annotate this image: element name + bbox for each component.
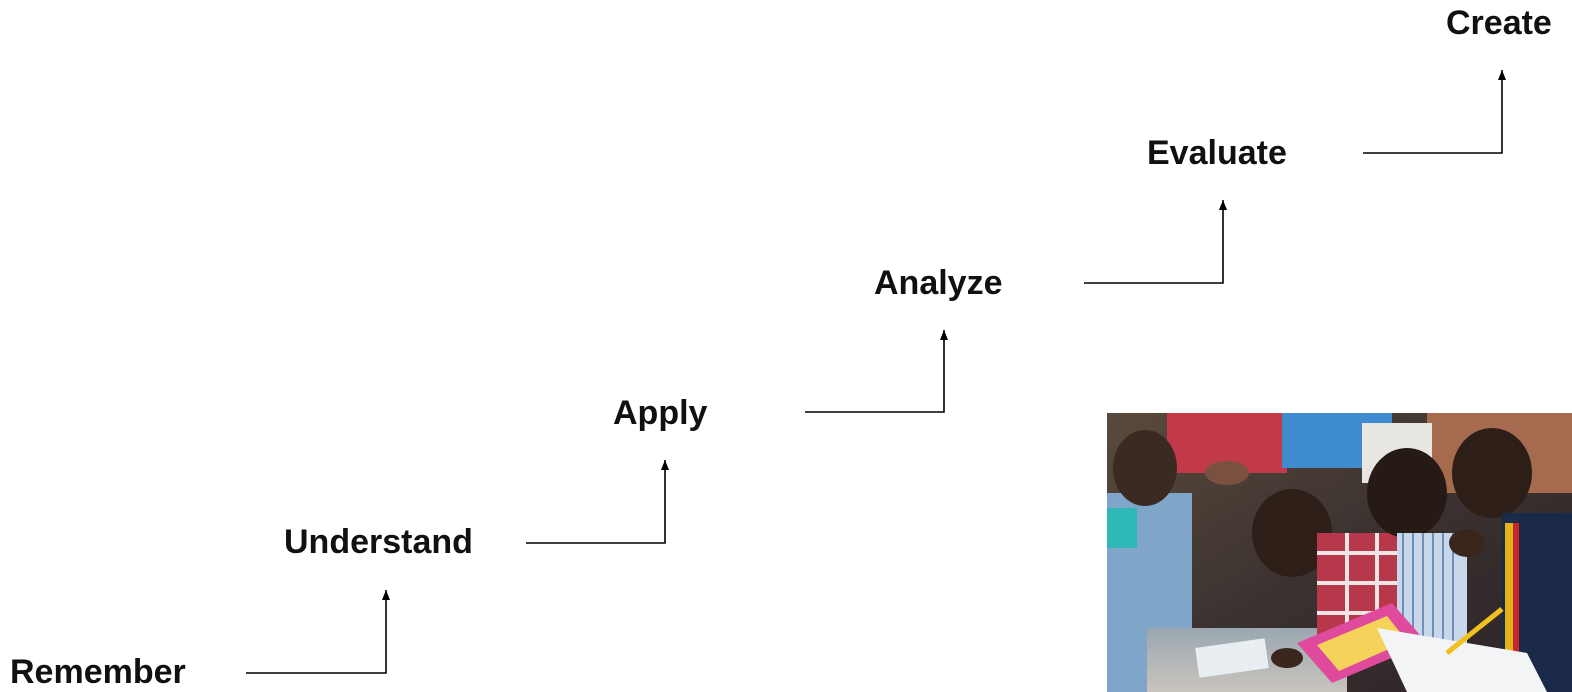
students-reading-photo xyxy=(1107,413,1572,692)
step-understand: Understand xyxy=(284,523,473,561)
step-create: Create xyxy=(1446,4,1552,42)
step-apply: Apply xyxy=(613,394,708,432)
arrow-apply-to-analyze xyxy=(805,330,948,413)
photo-illustration xyxy=(1107,413,1572,692)
step-analyze: Analyze xyxy=(874,264,1003,302)
arrow-evaluate-to-create xyxy=(1363,70,1506,154)
step-remember: Remember xyxy=(10,653,186,691)
arrow-understand-to-apply xyxy=(526,460,669,544)
step-evaluate: Evaluate xyxy=(1147,134,1287,172)
arrow-analyze-to-evaluate xyxy=(1084,200,1227,284)
arrow-remember-to-understand xyxy=(246,590,390,674)
